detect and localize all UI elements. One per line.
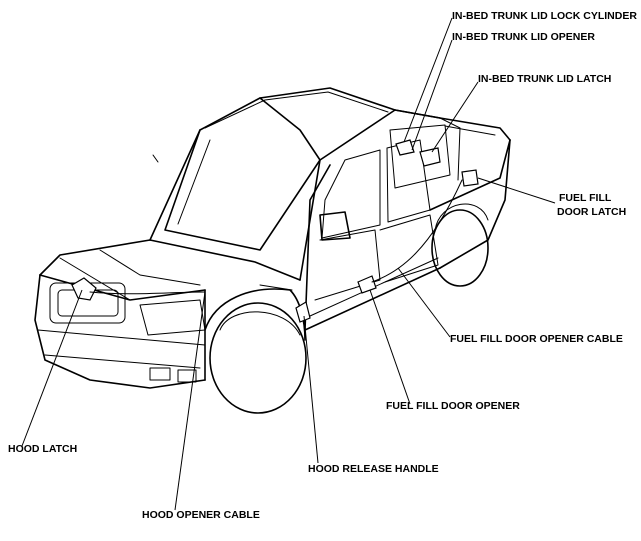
leader-lines — [21, 17, 556, 511]
leader-hood-latch — [21, 289, 83, 447]
label-trunk-lid-lock-cylinder: IN-BED TRUNK LID LOCK CYLINDER — [452, 10, 637, 22]
label-fuel-fill-door-latch-line2: DOOR LATCH — [557, 206, 626, 218]
label-hood-latch: HOOD LATCH — [8, 443, 77, 455]
leader-lock-cylinder — [403, 17, 453, 143]
leader-trunk-opener — [411, 39, 453, 151]
leader-fuel-door-opener — [369, 289, 411, 405]
fuel-door-cable-part — [371, 179, 463, 283]
hood-latch-part — [71, 277, 97, 301]
leader-trunk-latch — [431, 81, 479, 153]
leader-hood-cable — [174, 291, 206, 511]
leader-fuel-door-cable — [397, 267, 451, 338]
fuel-door-opener-part — [357, 275, 377, 294]
label-trunk-lid-opener: IN-BED TRUNK LID OPENER — [452, 31, 595, 43]
label-trunk-lid-latch: IN-BED TRUNK LID LATCH — [478, 73, 611, 85]
truck-illustration — [34, 87, 511, 414]
label-fuel-fill-door-latch-line1: FUEL FILL — [559, 192, 612, 204]
leader-hood-release — [303, 315, 319, 464]
leader-fuel-door-latch — [477, 177, 556, 204]
label-hood-release-handle: HOOD RELEASE HANDLE — [308, 463, 439, 475]
fuel-door-latch-part — [461, 169, 479, 187]
label-hood-opener-cable: HOOD OPENER CABLE — [142, 509, 260, 521]
trunk-lock-cylinder-part — [395, 139, 415, 156]
label-fuel-fill-door-opener-cable: FUEL FILL DOOR OPENER CABLE — [450, 333, 623, 345]
trunk-lid-latch-part — [419, 147, 441, 167]
labels: IN-BED TRUNK LID LOCK CYLINDER IN-BED TR… — [8, 10, 637, 521]
hood-cable-part — [89, 291, 206, 295]
label-fuel-fill-door-opener: FUEL FILL DOOR OPENER — [386, 400, 520, 412]
hood-release-handle-part — [295, 301, 311, 323]
